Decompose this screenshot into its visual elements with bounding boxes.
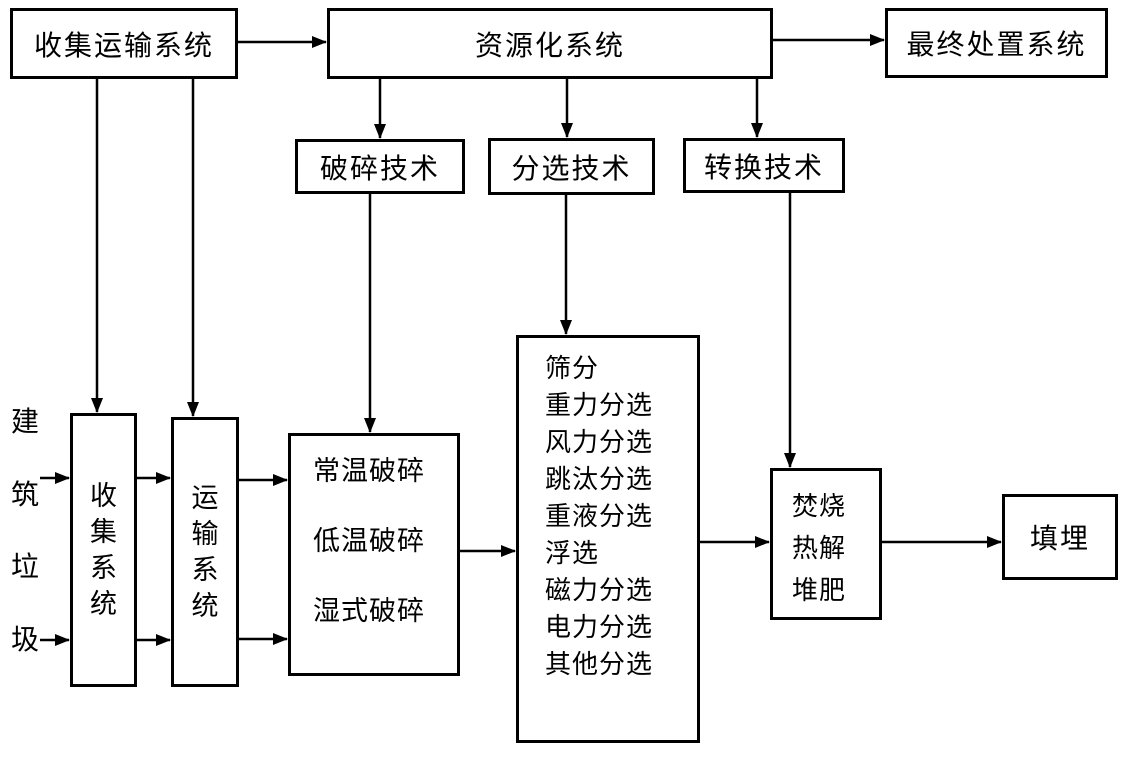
thermal-treatment-item: 堆肥	[792, 576, 847, 606]
node-crushing-technology: 破碎技术	[295, 139, 465, 194]
node-transport-system-char: 输	[191, 518, 219, 550]
node-crushing-methods: 常温破碎 低温破碎 湿式破碎	[288, 433, 460, 676]
node-resource-system: 资源化系统	[327, 8, 773, 79]
crushing-method-item: 湿式破碎	[313, 596, 425, 627]
node-collection-system-char: 收	[90, 480, 117, 512]
label-construction-waste-char: 建	[10, 405, 39, 438]
crushing-method-item: 低温破碎	[313, 526, 425, 557]
node-collection-system-char: 系	[90, 552, 117, 584]
sorting-method-item: 重液分选	[545, 502, 654, 532]
sorting-method-item: 其他分选	[545, 650, 654, 680]
thermal-treatment-item: 焚烧	[792, 492, 847, 522]
crushing-method-item: 常温破碎	[313, 456, 425, 487]
node-transport-system: 运 输 系 统	[171, 417, 239, 687]
sorting-method-item: 浮选	[545, 539, 600, 569]
sorting-method-item: 磁力分选	[545, 576, 654, 606]
node-transport-system-char: 运	[191, 482, 219, 514]
node-landfill: 填埋	[1002, 494, 1118, 580]
node-collection-system-char: 集	[90, 516, 117, 548]
sorting-method-item: 重力分选	[545, 391, 654, 421]
label-construction-waste: 建 筑 垃 圾	[6, 408, 44, 654]
label-construction-waste-char: 筑	[10, 477, 39, 511]
node-transport-system-char: 统	[191, 590, 219, 622]
sorting-method-item: 电力分选	[545, 613, 654, 643]
sorting-method-item: 筛分	[545, 354, 600, 384]
node-final-disposal-system: 最终处置系统	[885, 8, 1108, 78]
node-conversion-technology: 转换技术	[683, 138, 845, 193]
node-collect-transport-system: 收集运输系统	[10, 8, 238, 79]
node-collection-system: 收 集 系 统	[70, 413, 137, 687]
label-construction-waste-char: 垃	[10, 550, 39, 584]
thermal-treatment-item: 热解	[792, 534, 847, 564]
node-thermal-treatment: 焚烧 热解 堆肥	[770, 468, 882, 620]
node-sorting-technology: 分选技术	[488, 138, 655, 195]
node-sorting-methods: 筛分 重力分选 风力分选 跳汰分选 重液分选 浮选 磁力分选 电力分选 其他分选	[516, 335, 700, 743]
sorting-method-item: 风力分选	[545, 428, 654, 458]
node-transport-system-char: 系	[191, 554, 219, 586]
label-construction-waste-char: 圾	[10, 622, 39, 656]
sorting-method-item: 跳汰分选	[545, 465, 654, 495]
node-collection-system-char: 统	[90, 588, 117, 620]
